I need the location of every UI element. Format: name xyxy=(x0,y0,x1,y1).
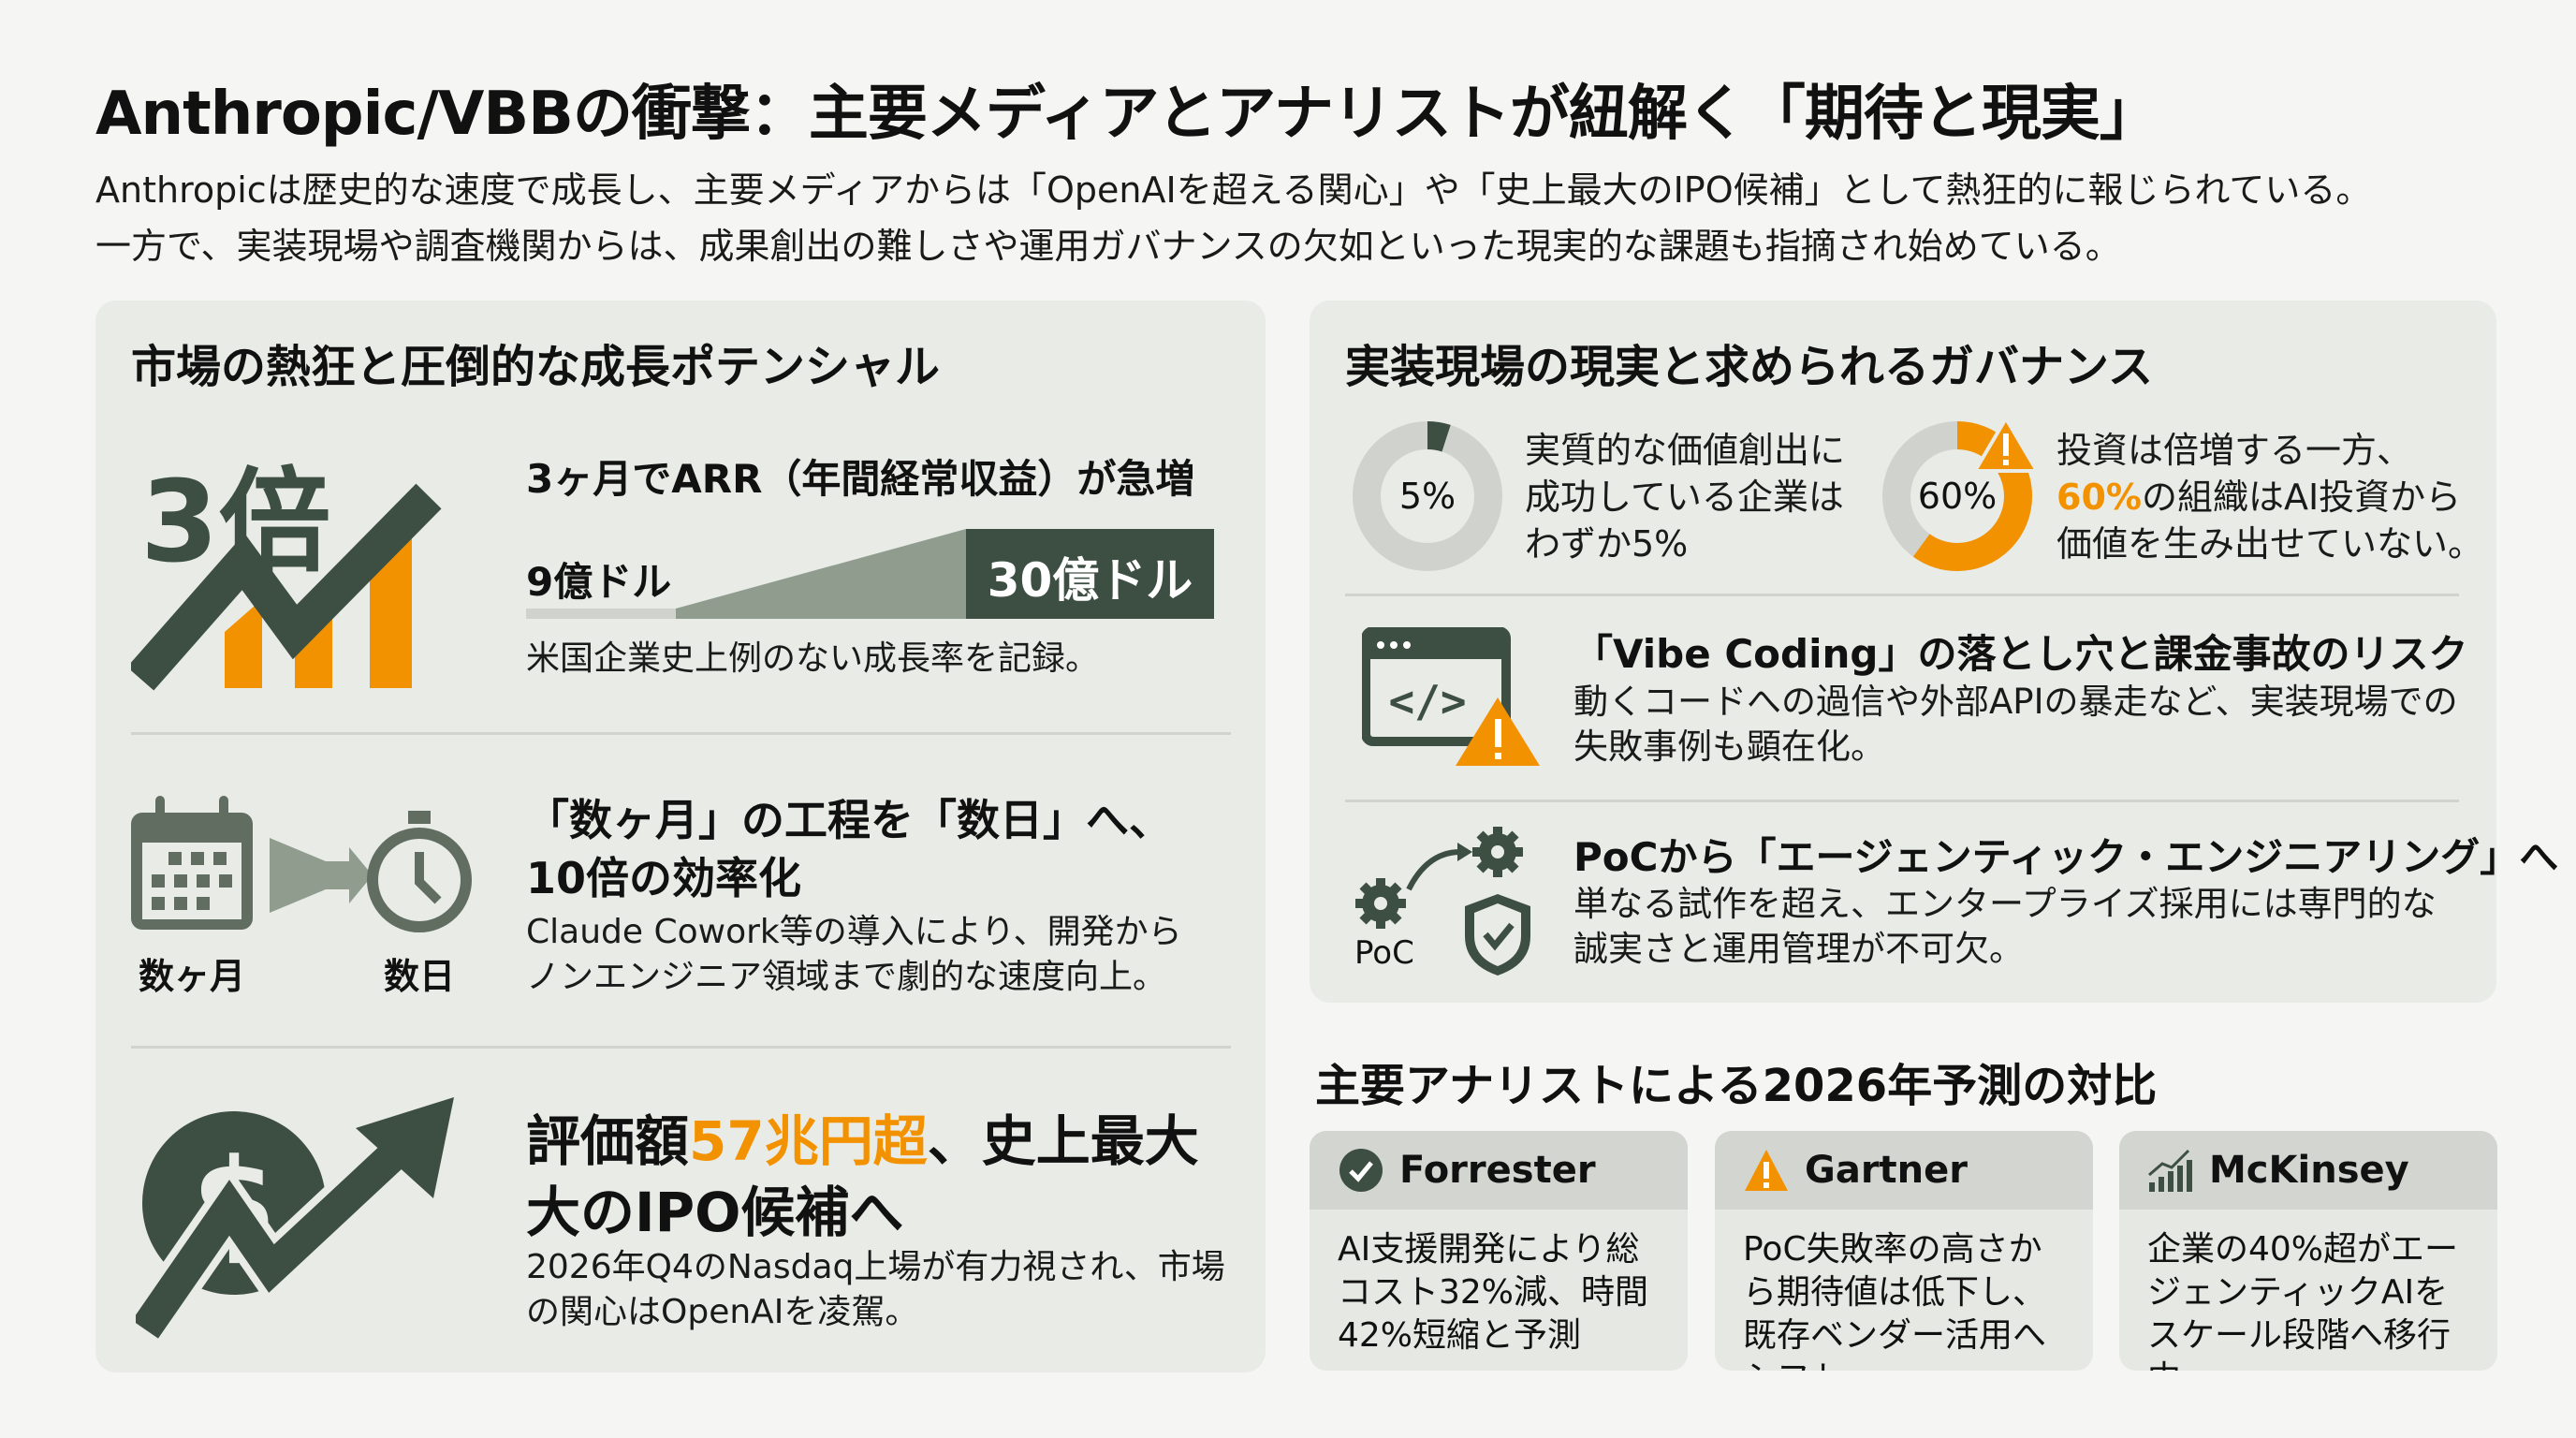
speed-desc: Claude Cowork等の導入により、開発からノンエンジニア領域まで劇的な速… xyxy=(526,913,1182,996)
stat2-line: の組織はAI投資から xyxy=(2141,477,2462,518)
donut-60-percent xyxy=(1882,417,2041,571)
subtitle-line-1: Anthropicは歴史的な速度で成長し、主要メディアからは「OpenAIを超え… xyxy=(95,169,2372,211)
analyst-text: 企業の40%超がエージェンティックAIをスケール段階へ移行中 xyxy=(2147,1230,2459,1371)
vibe-desc: 動くコードへの過信や外部APIの暴走など、実装現場での失敗事例も顕在化。 xyxy=(1573,682,2458,767)
donut-60-fill xyxy=(1882,421,2032,571)
donut-5-fill xyxy=(1353,421,1502,571)
stat2-line: 価値を生み出せていない。 xyxy=(2056,523,2484,565)
analyst-name: McKinsey xyxy=(2209,1149,2409,1192)
poc-label: PoC xyxy=(1354,934,1414,972)
analyst-card-gartner: Gartner PoC失敗率の高さから期待値は低下し、既存ベンダー活用へシフト xyxy=(1715,1131,2093,1371)
analyst-card-mckinsey: McKinsey 企業の40%超がエージェンティックAIをスケール段階へ移行中 xyxy=(2119,1131,2497,1371)
growth-chart-icon xyxy=(2148,1149,2192,1192)
speed-heading-2: 10倍の効率化 xyxy=(526,853,802,903)
divider xyxy=(131,732,1231,735)
poc-desc: 単なる試作を超え、エンタープライズ採用には専門的な誠実さと運用管理が不可欠。 xyxy=(1573,884,2437,969)
donut-5-percent xyxy=(1353,421,1502,571)
stat1-value: 5% xyxy=(1398,476,1456,517)
analyst-name: Forrester xyxy=(1399,1149,1596,1192)
from-label: 数ヶ月 xyxy=(139,956,246,997)
ipo-valuation-highlight: 57兆円超 xyxy=(689,1109,928,1173)
page-title: Anthropic/VBBの衝撃：主要メディアとアナリストが紐解く「期待と現実」 xyxy=(95,80,2159,149)
code-window-warning-icon: </> xyxy=(1362,627,1540,766)
ipo-desc: 2026年Q4のNasdaq上場が有力視され、市場の関心はOpenAIを凌駕。 xyxy=(526,1248,1225,1331)
stat1-text: 実質的な価値創出に成功している企業はわずか5% xyxy=(1525,427,1845,567)
analysts-heading: 主要アナリストによる2026年予測の対比 xyxy=(1315,1060,2158,1112)
poc-gears-shield-icon xyxy=(1355,827,1530,976)
ipo-heading-1: 評価額57兆円超、史上最大 xyxy=(526,1097,1199,1176)
arr-to-label: 30億ドル xyxy=(987,553,1193,608)
vibe-heading: 「Vibe Coding」の落とし穴と課金事故のリスク xyxy=(1573,631,2468,677)
warning-icon xyxy=(1745,1150,1788,1191)
stat2-line: 投資は倍増する一方、 xyxy=(2056,430,2413,471)
divider xyxy=(131,1046,1231,1049)
subtitle-line-2: 一方で、実装現場や調査機関からは、成果創出の難しさや運用ガバナンスの欠如といった… xyxy=(95,226,2121,267)
calendar-to-stopwatch-icon xyxy=(131,796,472,932)
analyst-text: PoC失敗率の高さから期待値は低下し、既存ベンダー活用へシフト xyxy=(1743,1230,2047,1371)
growth-multiplier: 3倍 xyxy=(140,458,331,588)
analyst-text: AI支援開発により総コスト32%減、時間42%短縮と予測 xyxy=(1338,1230,1649,1355)
divider xyxy=(1345,800,2459,802)
poc-heading: PoCから「エージェンティック・エンジニアリング」へ xyxy=(1573,834,2559,880)
warning-icon xyxy=(1971,417,2041,473)
stat1-line: 成功している企業は xyxy=(1525,477,1844,518)
stat2-highlight: 60% xyxy=(2056,477,2142,518)
growth-3x-icon xyxy=(126,431,449,697)
market-heading: 市場の熱狂と圧倒的な成長ポテンシャル xyxy=(131,341,941,393)
ipo-heading-post: 、史上最大 xyxy=(927,1109,1199,1173)
svg-text:</>: </> xyxy=(1388,676,1466,726)
reality-heading: 実装現場の現実と求められるガバナンス xyxy=(1345,341,2154,393)
stat2-value: 60% xyxy=(1917,476,1998,517)
stat1-line: わずか5% xyxy=(1525,523,1689,565)
stat1-line: 実質的な価値創出に xyxy=(1525,430,1846,471)
stat2-text: 投資は倍増する一方、 60%の組織はAI投資から価値を生み出せていない。 xyxy=(2056,427,2483,567)
divider xyxy=(1345,594,2459,596)
analyst-name: Gartner xyxy=(1805,1149,1969,1192)
arr-heading: 3ヶ月でARR（年間経常収益）が急増 xyxy=(526,456,1195,502)
arr-growth-bar xyxy=(526,529,1214,619)
ipo-heading-pre: 評価額 xyxy=(526,1109,690,1173)
dollar-growth-icon: $ xyxy=(136,1097,454,1343)
to-label: 数日 xyxy=(384,956,456,997)
ipo-heading-2: 大のIPO候補へ xyxy=(526,1181,904,1244)
speed-heading-1: 「数ヶ月」の工程を「数日」へ、 xyxy=(526,795,1172,845)
check-circle-icon xyxy=(1339,1149,1383,1192)
arr-from-label: 9億ドル xyxy=(526,559,672,605)
analyst-card-forrester: Forrester AI支援開発により総コスト32%減、時間42%短縮と予測 xyxy=(1310,1131,1688,1371)
arr-desc: 米国企業史上例のない成長率を記録。 xyxy=(526,639,1100,678)
